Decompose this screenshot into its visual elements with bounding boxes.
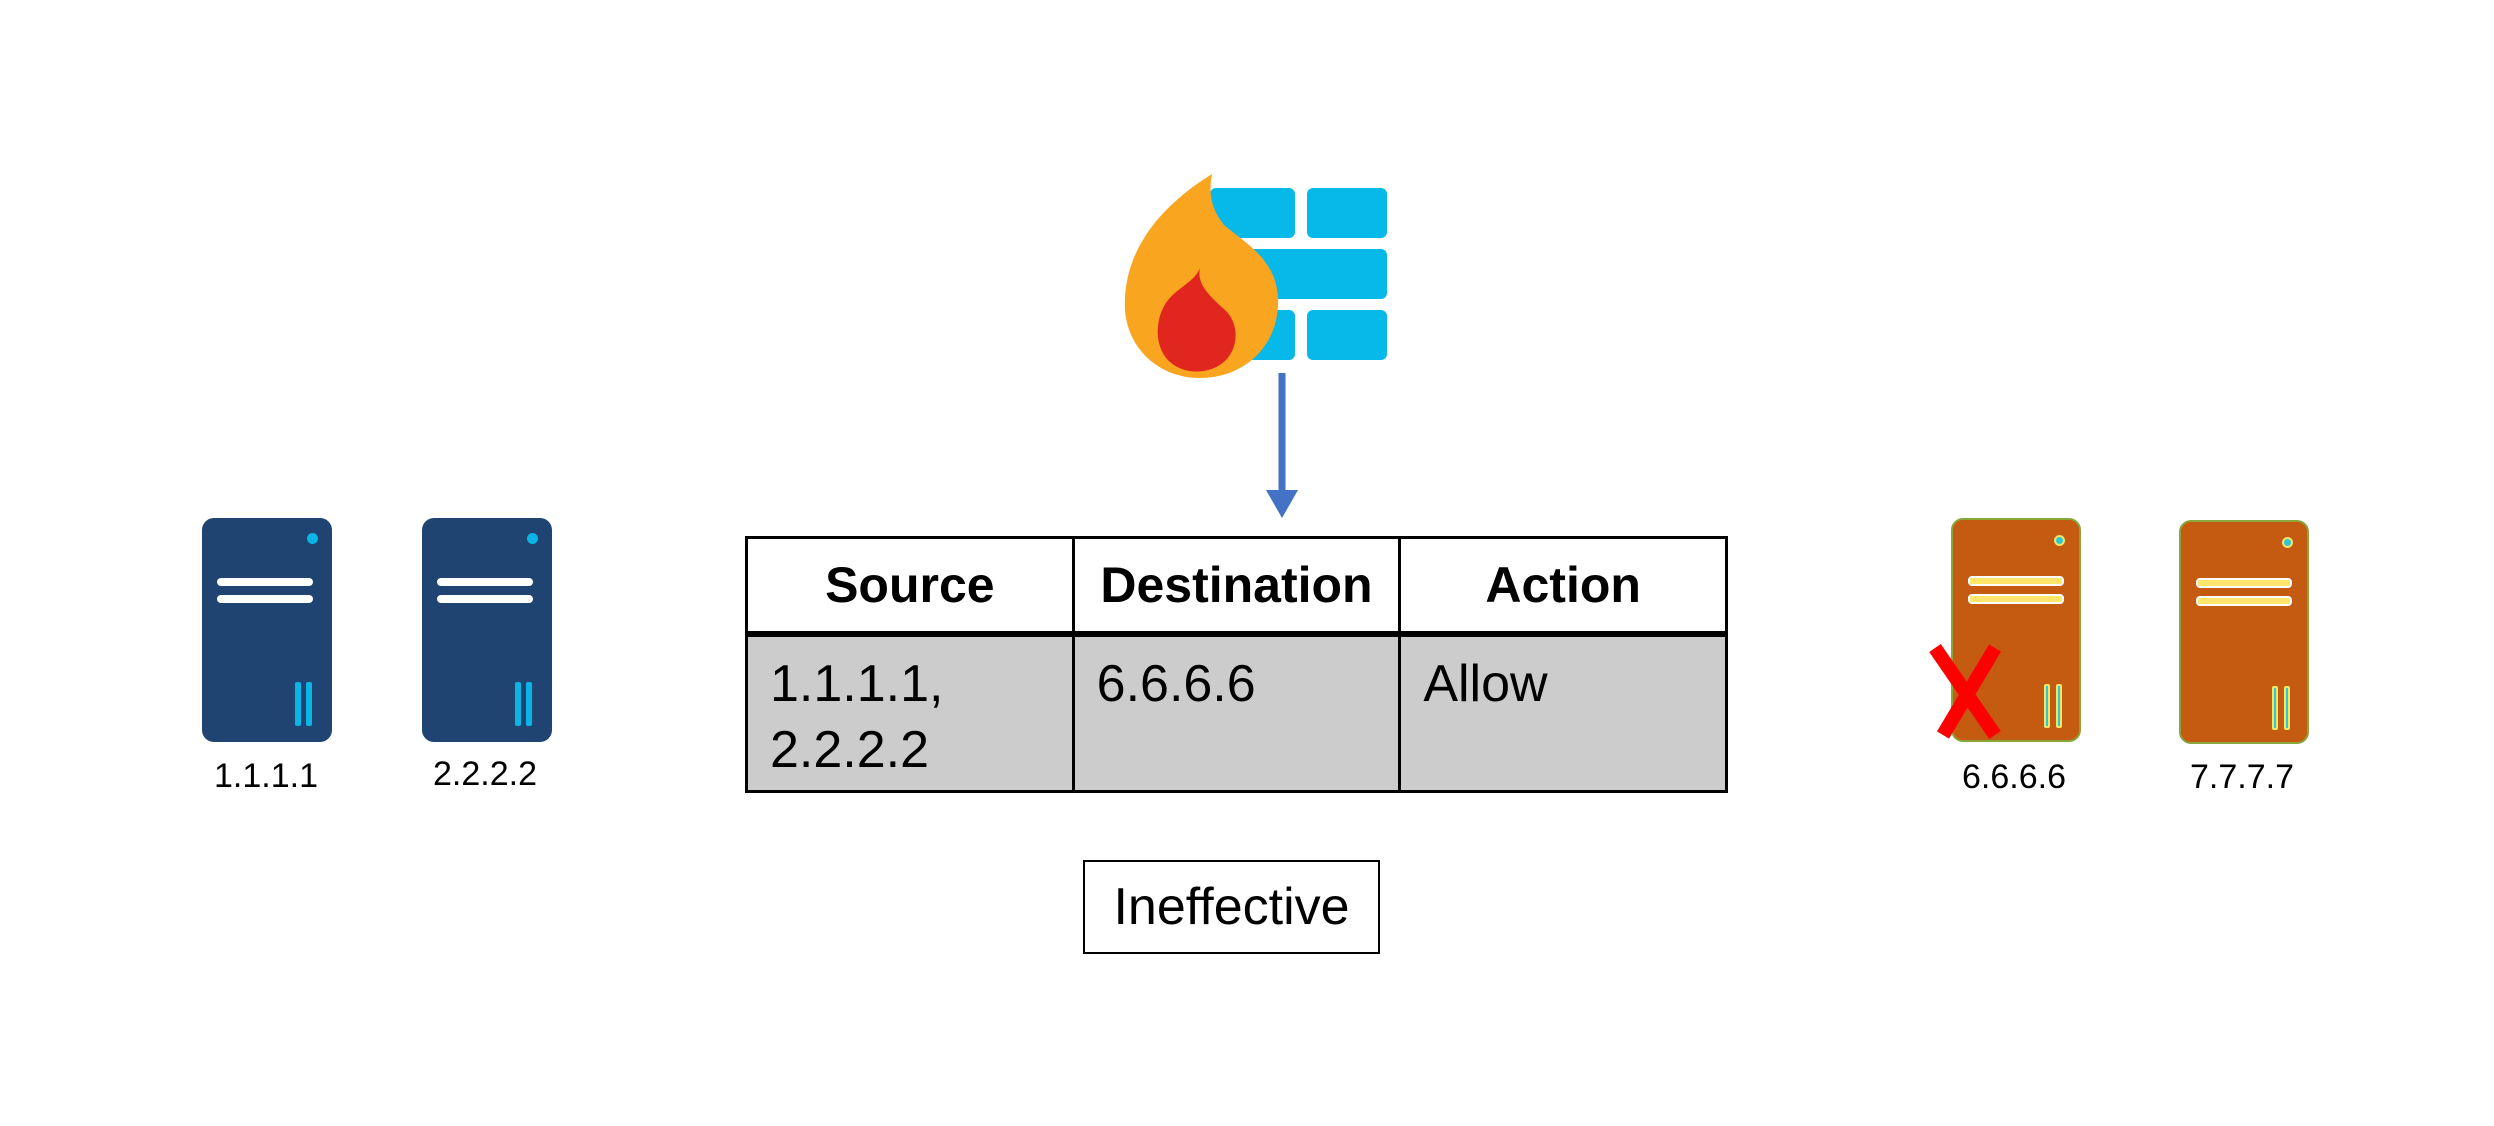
action-column-header: Action xyxy=(1398,536,1728,637)
down-arrow-icon xyxy=(1266,373,1298,518)
source-ip-2: 2.2.2.2 xyxy=(770,721,930,779)
destination-server-1-label: 6.6.6.6 xyxy=(1962,758,2066,796)
firewall-icon xyxy=(1124,174,1387,378)
firewall-rule-table: Source Destination Action 1.1.1.1, 2.2.2… xyxy=(745,536,1728,793)
destination-column-header: Destination xyxy=(1071,536,1402,637)
destination-cell: 6.6.6.6 xyxy=(1071,632,1402,793)
table-header-row: Source Destination Action xyxy=(745,536,1728,637)
source-server-1 xyxy=(202,518,332,742)
table-row: 1.1.1.1, 2.2.2.2 6.6.6.6 Allow xyxy=(745,632,1728,793)
source-server-2-label: 2.2.2.2 xyxy=(433,755,537,793)
source-column-header: Source xyxy=(745,536,1075,637)
blocked-x-icon xyxy=(1929,644,2002,739)
status-label: Ineffective xyxy=(1083,860,1380,954)
source-cell: 1.1.1.1, 2.2.2.2 xyxy=(745,632,1075,793)
source-ip-1: 1.1.1.1, xyxy=(770,655,944,713)
action-cell: Allow xyxy=(1398,632,1728,793)
destination-server-2 xyxy=(2179,520,2309,744)
destination-server-2-label: 7.7.7.7 xyxy=(2190,758,2294,796)
source-server-2 xyxy=(422,518,552,742)
source-server-1-label: 1.1.1.1 xyxy=(214,757,318,795)
